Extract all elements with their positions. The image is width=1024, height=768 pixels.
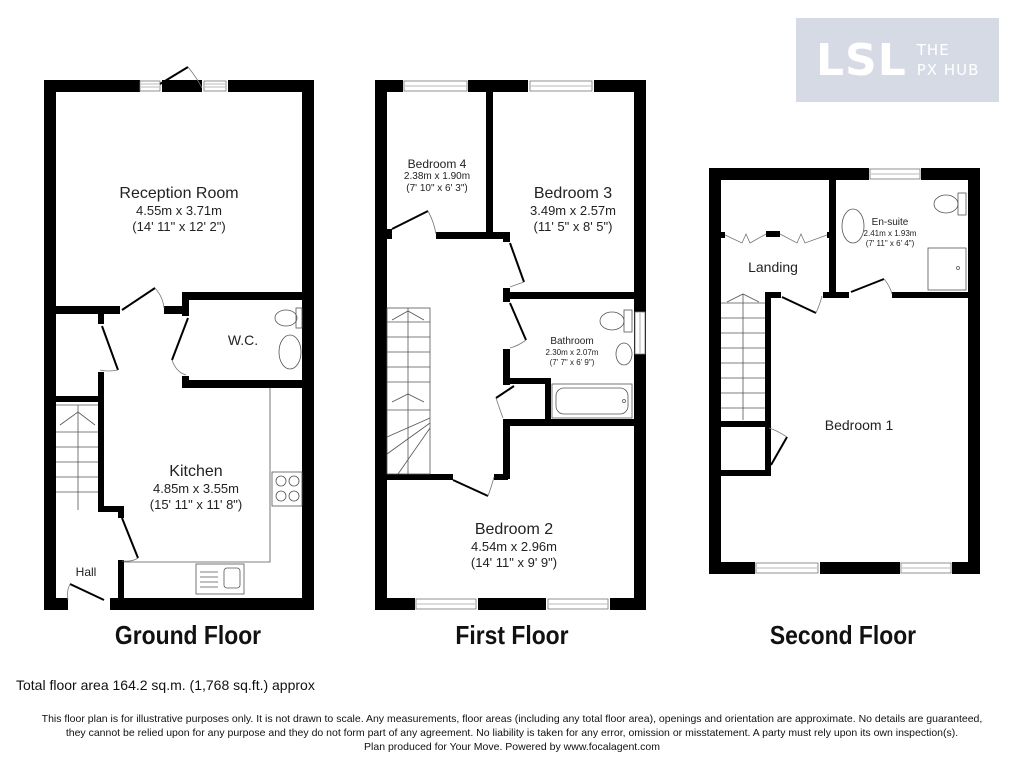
- room-bedroom-4: Bedroom 4 2.38m x 1.90m (7' 10" x 6' 3"): [404, 157, 470, 195]
- room-name: Bedroom 1: [824, 417, 894, 433]
- disclaimer: This floor plan is for illustrative purp…: [0, 712, 1024, 754]
- ground-floor-plan: [44, 66, 314, 610]
- room-bedroom-1: Bedroom 1: [825, 417, 893, 434]
- room-name: Hall: [75, 565, 97, 579]
- room-wc: W.C.: [228, 332, 258, 349]
- total-floor-area: Total floor area 164.2 sq.m. (1,768 sq.f…: [16, 677, 315, 693]
- first-floor-plan: [375, 80, 646, 610]
- room-name: Bedroom 2: [474, 521, 554, 538]
- room-dimensions-imperial: (7' 10" x 6' 3"): [406, 183, 468, 195]
- room-en-suite: En-suite 2.41m x 1.93m (7' 11" x 6' 4"): [864, 217, 917, 248]
- logo-sub-line2: PX HUB: [916, 61, 980, 79]
- room-dimensions-imperial: (14' 11" x 12' 2"): [132, 218, 226, 234]
- room-name: Reception Room: [119, 185, 239, 202]
- room-dimensions-metric: 3.49m x 2.57m: [530, 203, 616, 219]
- room-name: Kitchen: [169, 463, 223, 480]
- room-dimensions-metric: 4.54m x 2.96m: [471, 539, 557, 555]
- room-bedroom-3: Bedroom 3 3.49m x 2.57m (11' 5" x 8' 5"): [530, 184, 616, 234]
- second-floor-plan: [709, 168, 980, 574]
- room-dimensions-metric: 2.38m x 1.90m: [403, 171, 471, 183]
- room-name: En-suite: [871, 217, 909, 228]
- disclaimer-line-1: This floor plan is for illustrative purp…: [41, 713, 983, 725]
- logo-main-text: LSL: [816, 34, 907, 86]
- logo-sub-line1: THE: [916, 41, 950, 59]
- room-landing: Landing: [748, 259, 798, 276]
- room-dimensions-imperial: (7' 7" x 6' 9"): [549, 357, 595, 367]
- floor-title-second: Second Floor: [769, 620, 917, 650]
- room-dimensions-metric: 2.30m x 2.07m: [545, 348, 599, 357]
- room-dimensions-imperial: (7' 11" x 6' 4"): [865, 238, 915, 248]
- logo-sub-text: THE PX HUB: [917, 40, 980, 80]
- floor-title-ground: Ground Floor: [114, 620, 262, 650]
- floor-title-first: First Floor: [455, 620, 569, 650]
- room-name: Bathroom: [550, 336, 594, 347]
- room-name: Bedroom 4: [407, 157, 467, 171]
- room-dimensions-imperial: (11' 5" x 8' 5"): [533, 218, 613, 234]
- room-name: Bedroom 3: [533, 185, 613, 202]
- disclaimer-line-3: Plan produced for Your Move. Powered by …: [364, 741, 660, 753]
- room-hall: Hall: [76, 565, 97, 579]
- room-dimensions-imperial: (15' 11" x 11' 8"): [149, 496, 243, 512]
- room-reception-room: Reception Room 4.55m x 3.71m (14' 11" x …: [119, 184, 238, 234]
- room-name: W.C.: [227, 332, 259, 348]
- room-kitchen: Kitchen 4.85m x 3.55m (15' 11" x 11' 8"): [150, 462, 242, 512]
- disclaimer-line-2: they cannot be relied upon for any purpo…: [65, 727, 959, 739]
- room-name: Landing: [748, 259, 798, 275]
- room-dimensions-metric: 4.85m x 3.55m: [152, 481, 239, 497]
- room-dimensions-metric: 4.55m x 3.71m: [135, 203, 222, 219]
- room-bathroom: Bathroom 2.30m x 2.07m (7' 7" x 6' 9"): [546, 336, 599, 367]
- lsl-px-hub-logo: LSL THE PX HUB: [796, 18, 999, 102]
- room-dimensions-imperial: (14' 11" x 9' 9"): [470, 554, 558, 570]
- room-bedroom-2: Bedroom 2 4.54m x 2.96m (14' 11" x 9' 9"…: [471, 520, 557, 570]
- room-dimensions-metric: 2.41m x 1.93m: [863, 229, 917, 238]
